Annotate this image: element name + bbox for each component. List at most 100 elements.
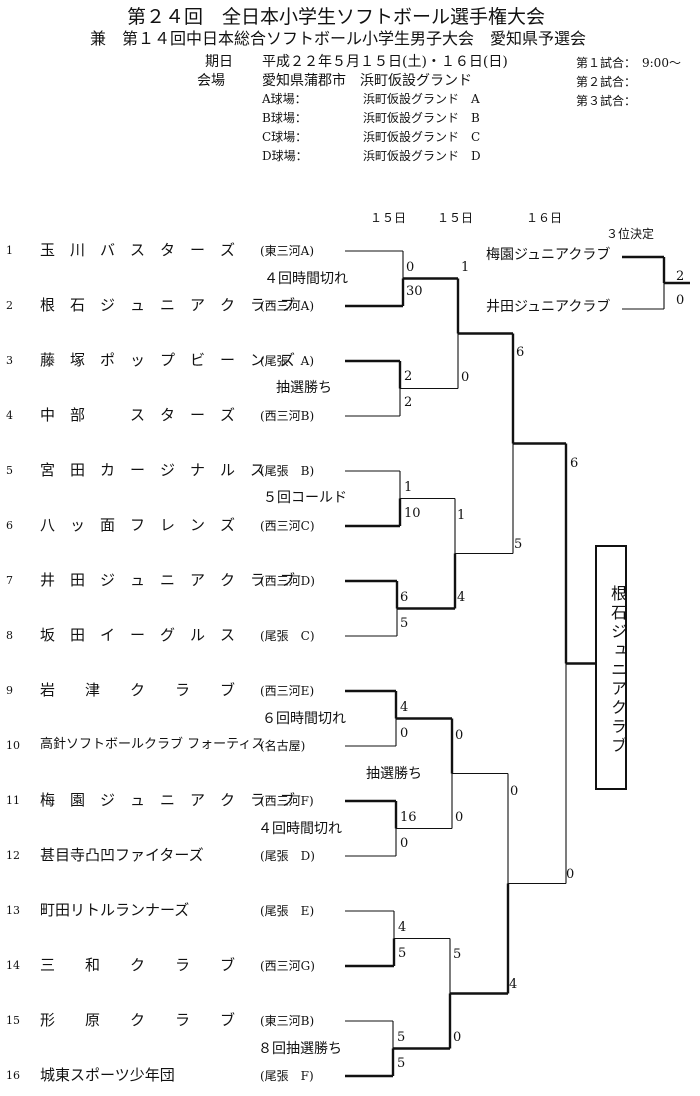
team-number: 16: [6, 1069, 20, 1082]
match-note: ５回コールド: [263, 490, 347, 506]
r1-score: 0: [400, 726, 409, 741]
venue-label: 会場: [197, 73, 225, 89]
team-name: 形 原 ク ラ ブ: [40, 1011, 236, 1029]
match-note: ４回時間切れ: [258, 821, 342, 837]
field-d-name: D球場：: [262, 149, 308, 163]
team-number: 14: [6, 959, 20, 972]
r1-score: 5: [397, 1056, 406, 1071]
team-number: 10: [6, 739, 20, 752]
team-number: 4: [6, 409, 13, 422]
r1-score: 30: [406, 284, 423, 299]
team-number: 13: [6, 904, 20, 917]
team-region: (名古屋): [260, 739, 306, 753]
match-note: 抽選勝ち: [366, 766, 422, 782]
date-label: 期日: [205, 54, 233, 70]
team-name: 玉 川 バ ス タ ー ズ: [40, 241, 236, 259]
team-region: (尾張 B): [260, 464, 315, 478]
team-number: 15: [6, 1014, 20, 1027]
champion-name: 根石ジュニアクラブ: [608, 585, 627, 756]
team-region: (西三河E): [260, 684, 315, 698]
match-1-time: 第１試合： 9:00～: [576, 56, 681, 70]
page-subtitle: 兼 第１４回中日本総合ソフトボール小学生男子大会 愛知県予選会: [90, 29, 587, 48]
r1-score: 2: [404, 395, 413, 410]
team-name: 井 田 ジ ュ ニ ア ク ラ ブ: [40, 571, 296, 589]
third-place-team-a: 梅園ジュニアクラブ: [486, 247, 611, 263]
team-region: (尾張 A): [260, 354, 315, 368]
team-number: 5: [6, 464, 13, 477]
r3-score: 4: [509, 977, 518, 992]
r3-score: 6: [516, 345, 525, 360]
day-label-r2: １５日: [437, 211, 474, 225]
team-region: (尾張 D): [260, 849, 315, 863]
team-name: 根 石 ジ ュ ニ ア ク ラ ブ: [40, 296, 296, 314]
r1-score: 16: [400, 810, 417, 825]
team-name: 中 部 ス タ ー ズ: [40, 406, 236, 424]
team-number: 7: [6, 574, 13, 587]
team-number: 1: [6, 244, 13, 257]
field-a-name: A球場：: [262, 92, 307, 106]
final-score: 6: [570, 456, 579, 471]
team-number: 11: [6, 794, 20, 807]
r2-score: 5: [453, 947, 462, 962]
r2-score: 4: [457, 590, 466, 605]
r2-score: 0: [455, 728, 464, 743]
field-c-place: 浜町仮設グランド C: [363, 130, 481, 144]
r1-score: 1: [404, 480, 413, 495]
team-number: 6: [6, 519, 13, 532]
team-region: (尾張 F): [260, 1069, 314, 1083]
field-d-place: 浜町仮設グランド D: [363, 149, 481, 163]
team-number: 2: [6, 299, 13, 312]
team-name: 岩 津 ク ラ ブ: [40, 681, 236, 699]
r1-score: 6: [400, 590, 409, 605]
r1-score: 5: [400, 616, 409, 631]
match-note: ８回抽選勝ち: [258, 1041, 342, 1057]
day-label-r1: １５日: [370, 211, 407, 225]
r2-score: 1: [461, 260, 470, 275]
r1-score: 10: [404, 506, 421, 521]
third-place-score-a: 2: [676, 269, 685, 284]
team-name: 町田リトルランナーズ: [40, 901, 190, 919]
r1-score: 4: [400, 700, 409, 715]
team-name: 梅 園 ジ ュ ニ ア ク ラ ブ: [40, 791, 296, 809]
team-region: (東三河A): [260, 244, 315, 258]
third-place-label: ３位決定: [606, 227, 655, 241]
r2-score: 1: [457, 508, 466, 523]
field-c-name: C球場：: [262, 130, 308, 144]
team-number: 3: [6, 354, 13, 367]
r1-score: 0: [406, 260, 415, 275]
match-2-time: 第２試合：: [576, 75, 637, 89]
team-name: 八 ッ 面 フ レ ン ズ: [40, 516, 236, 534]
team-name: 藤 塚 ポ ッ プ ビ ー ン ズ: [40, 351, 296, 369]
final-score: 0: [566, 867, 575, 882]
team-region: (西三河F): [260, 794, 314, 808]
team-number: 8: [6, 629, 13, 642]
team-name: 坂 田 イ ー グ ル ス: [40, 626, 236, 644]
team-region: (西三河G): [260, 959, 315, 973]
team-region: (尾張 C): [260, 629, 315, 643]
team-region: (西三河C): [260, 519, 315, 533]
r3-score: 0: [510, 784, 519, 799]
r3-score: 5: [514, 537, 523, 552]
r1-score: 5: [397, 1030, 406, 1045]
team-region: (東三河B): [260, 1014, 315, 1028]
team-region: (西三河A): [260, 299, 315, 313]
field-b-name: B球場：: [262, 111, 307, 125]
team-name: 三 和 ク ラ ブ: [40, 956, 236, 974]
r2-score: 0: [461, 370, 470, 385]
third-place-score-b: 0: [676, 293, 685, 308]
r1-score: 5: [398, 946, 407, 961]
r2-score: 0: [455, 810, 464, 825]
third-place-team-b: 井田ジュニアクラブ: [486, 299, 611, 315]
day-label-r3: １６日: [526, 211, 563, 225]
r1-score: 2: [404, 369, 413, 384]
team-number: 12: [6, 849, 20, 862]
date-value: 平成２２年５月１５日(土)・１６日(日): [262, 54, 508, 70]
team-name: 城東スポーツ少年団: [40, 1066, 175, 1084]
venue-value: 愛知県蒲郡市 浜町仮設グランド: [262, 73, 472, 89]
field-a-place: 浜町仮設グランド A: [363, 92, 480, 106]
r2-score: 0: [453, 1030, 462, 1045]
team-name: 宮 田 カ ー ジ ナ ル ス: [40, 461, 266, 479]
field-b-place: 浜町仮設グランド B: [363, 111, 480, 125]
match-note: 抽選勝ち: [276, 380, 332, 396]
